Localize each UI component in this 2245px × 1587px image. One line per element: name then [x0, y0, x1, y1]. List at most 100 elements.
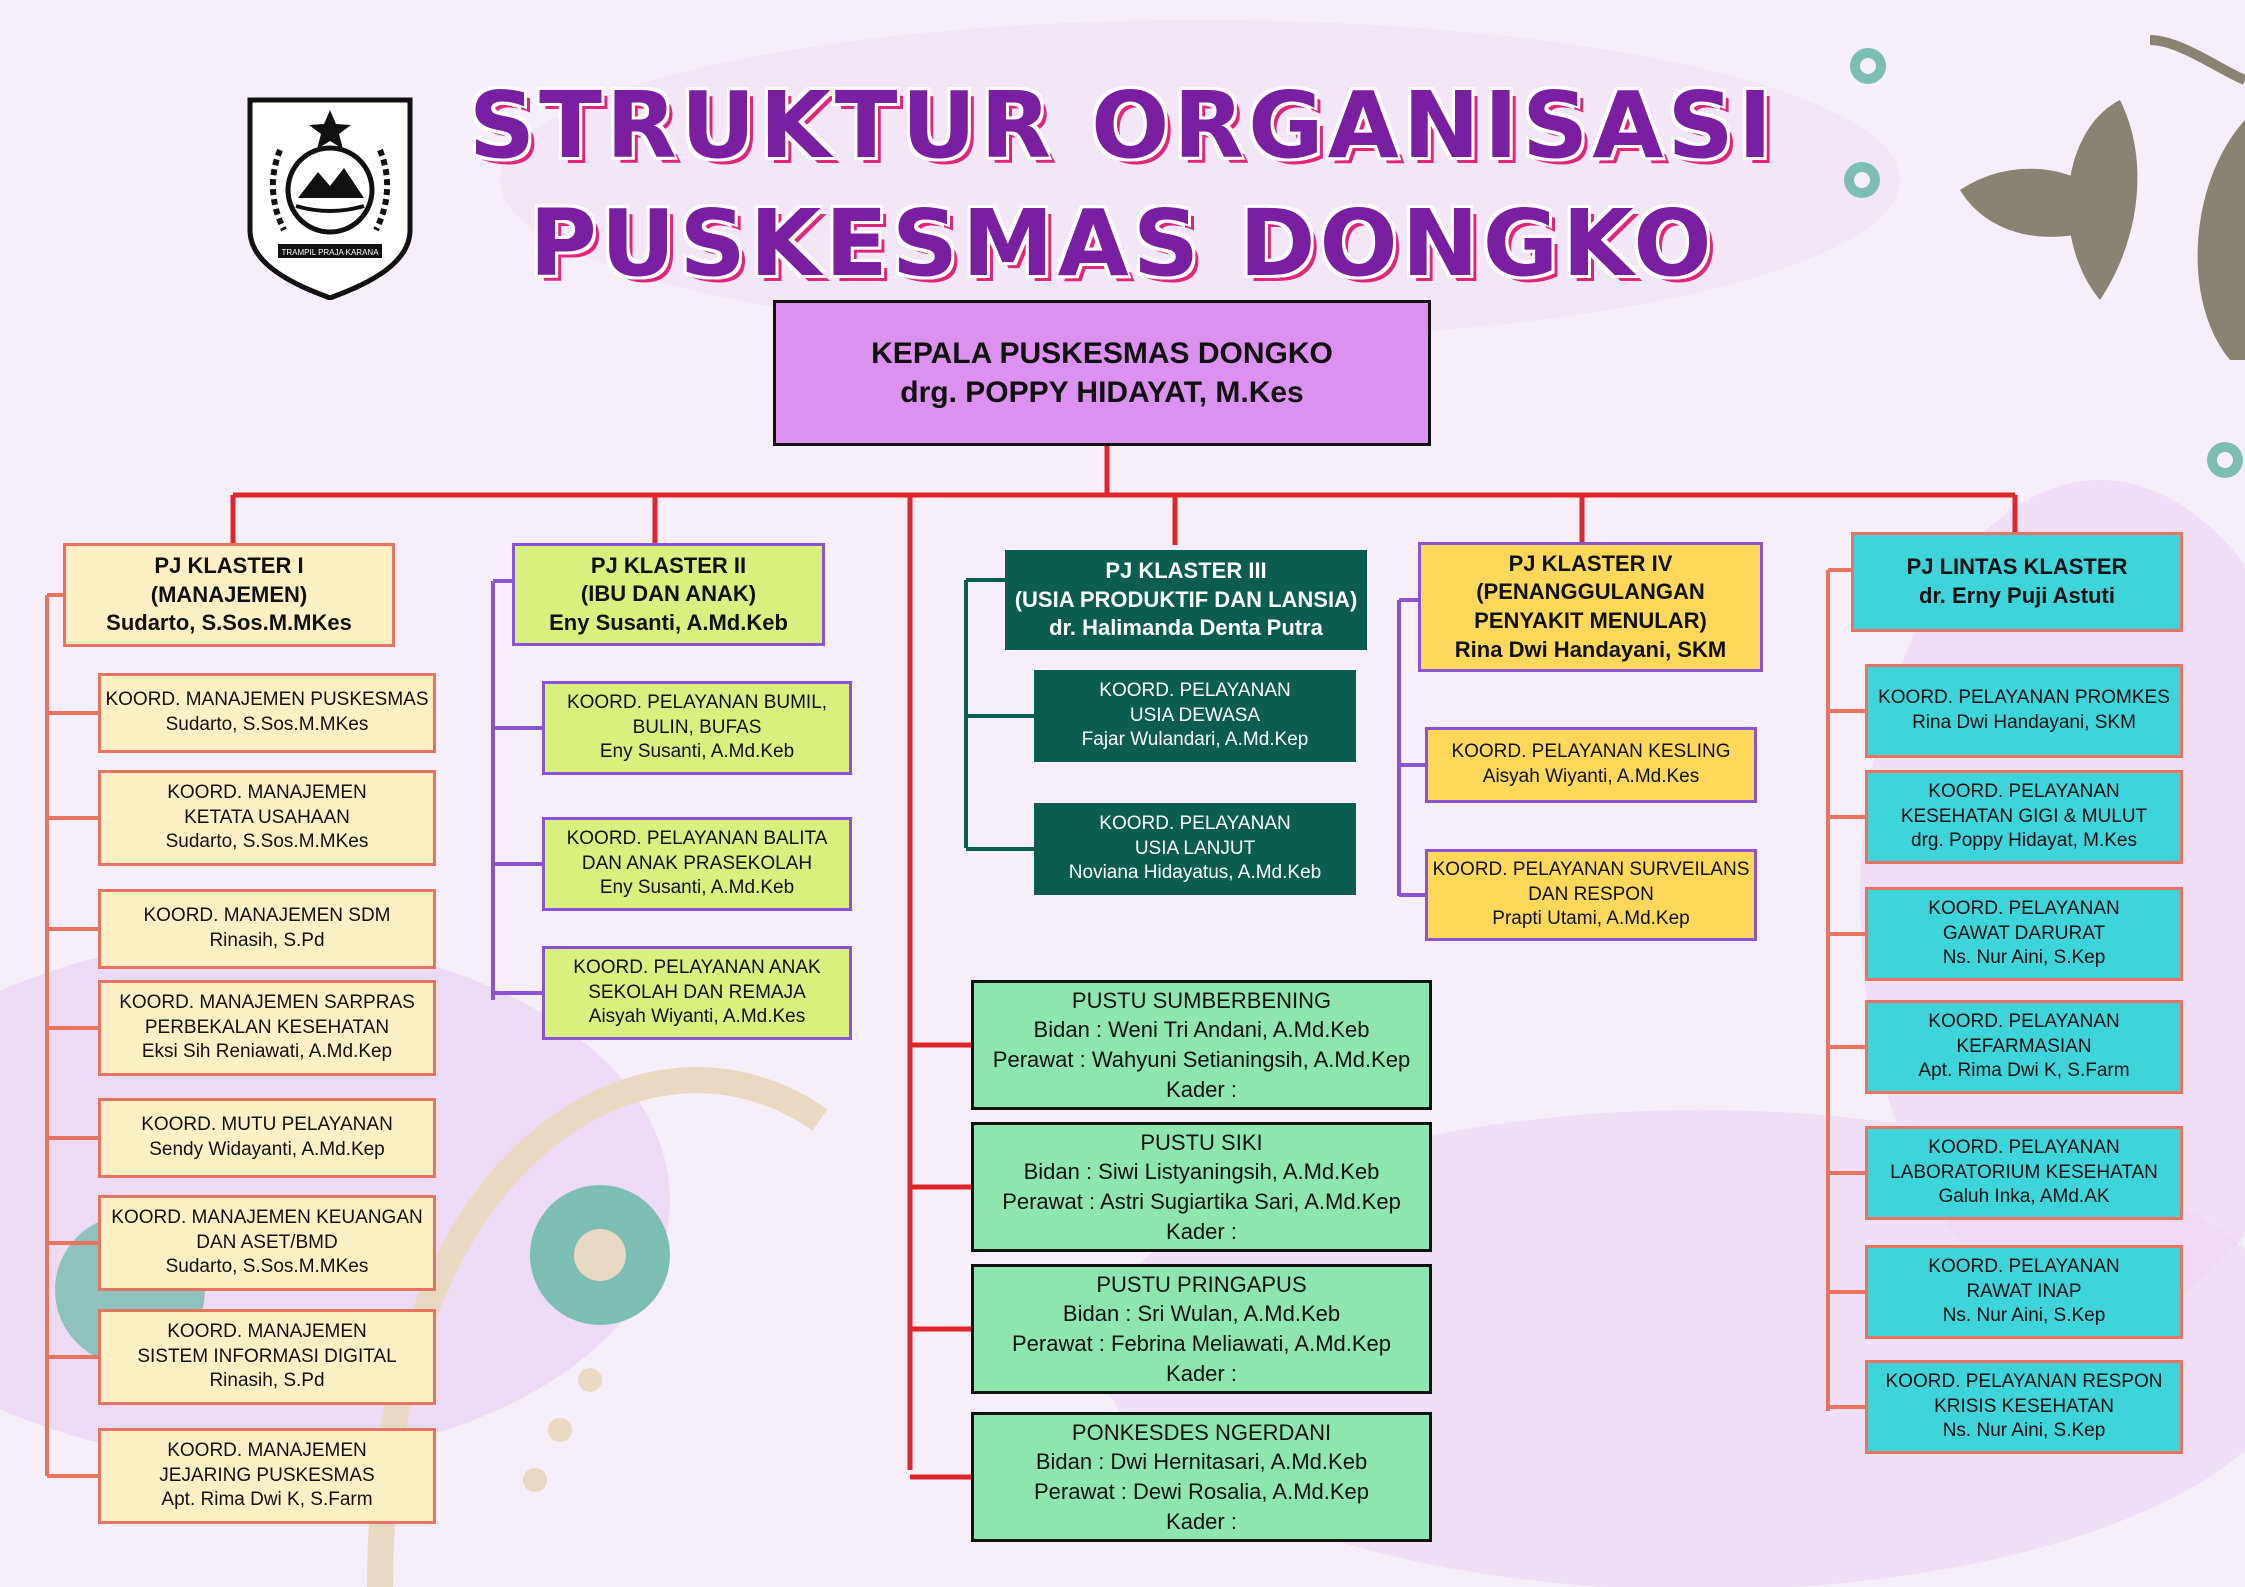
klaster4-item-2-line-3: Prapti Utami, A.Md.Kep — [1492, 908, 1690, 930]
klaster2-item-1-line-1: KOORD. PELAYANAN BUMIL, — [566, 691, 828, 713]
lintas-item-3-line-1: KOORD. PELAYANAN — [1928, 897, 2120, 919]
klaster1-header-line-3: Sudarto, S.Sos.M.MKes — [106, 610, 352, 636]
klaster2-item-3: KOORD. PELAYANAN ANAK SEKOLAH DAN REMAJA A… — [542, 946, 852, 1040]
klaster3-item-1-line-1: KOORD. PELAYANAN — [1099, 679, 1291, 701]
lintas-item-5-line-2: LABORATORIUM KESEHATAN — [1890, 1161, 2158, 1183]
klaster3-header-line-3: dr. Halimanda Denta Putra — [1049, 615, 1323, 641]
klaster4-item-2-line-2: DAN RESPON — [1528, 883, 1654, 905]
pustu-box-3-line-3: Perawat : Febrina Meliawati, A.Md.Kep — [1011, 1331, 1392, 1356]
klaster3-header-line-1: PJ KLASTER III — [1105, 558, 1267, 584]
klaster3-item-1: KOORD. PELAYANAN USIA DEWASA Fajar Wulanda… — [1034, 670, 1356, 762]
lintas-header-line-1: PJ LINTAS KLASTER — [1906, 554, 2128, 580]
pustu-box-2-line-3: Perawat : Astri Sugiartika Sari, A.Md.Ke… — [1002, 1189, 1401, 1214]
head-box: KEPALA PUSKESMAS DONGKO drg. POPPY HIDAYA… — [773, 300, 1431, 446]
klaster2-header-line-3: Eny Susanti, A.Md.Keb — [549, 609, 788, 635]
lintas-item-6-line-2: RAWAT INAP — [1966, 1280, 2082, 1302]
klaster1-item-4: KOORD. MANAJEMEN SARPRAS PERBEKALAN KESEH… — [98, 980, 436, 1076]
pustu-box-4-line-4: Kader : — [1166, 1508, 1237, 1534]
lintas-item-1-line-1: KOORD. PELAYANAN PROMKES — [1878, 687, 2170, 709]
klaster1-item-4-line-3: Eksi Sih Reniawati, A.Md.Kep — [141, 1041, 393, 1063]
klaster1-item-2-line-2: KETATA USAHAAN — [184, 806, 350, 828]
klaster4-header-line-4: Rina Dwi Handayani, SKM — [1454, 636, 1727, 662]
lintas-item-4-line-2: KEFARMASIAN — [1956, 1035, 2092, 1057]
pustu-box-4-line-2: Bidan : Dwi Hernitasari, A.Md.Keb — [1035, 1449, 1368, 1475]
klaster4-item-2: KOORD. PELAYANAN SURVEILANS DAN RESPON Pra… — [1425, 849, 1757, 941]
pustu-box-1-line-4: Kader : — [1166, 1076, 1237, 1102]
pustu-box-2-line-4: Kader : — [1166, 1218, 1237, 1244]
klaster2-item-1-line-2: BULIN, BUFAS — [632, 716, 762, 738]
lintas-item-4: KOORD. PELAYANAN KEFARMASIAN Apt. Rima Dwi… — [1865, 1000, 2183, 1094]
klaster4-header-line-2: (PENANGGULANGAN — [1476, 579, 1705, 605]
lintas-item-2-line-2: KESEHATAN GIGI & MULUT — [1900, 805, 2148, 827]
klaster3-item-1-line-2: USIA DEWASA — [1129, 704, 1261, 726]
klaster1-item-4-line-1: KOORD. MANAJEMEN SARPRAS — [119, 991, 415, 1013]
klaster3-item-1-line-3: Fajar Wulandari, A.Md.Kep — [1081, 729, 1309, 751]
pustu-box-1-line-2: Bidan : Weni Tri Andani, A.Md.Keb — [1033, 1017, 1370, 1043]
klaster1-item-1-line-1: KOORD. MANAJEMEN PUSKESMAS — [105, 689, 429, 711]
lintas-item-1-line-2: Rina Dwi Handayani, SKM — [1912, 712, 2136, 733]
klaster1-item-8-line-3: Apt. Rima Dwi K, S.Farm — [161, 1489, 373, 1511]
lintas-item-7-line-3: Ns. Nur Aini, S.Kep — [1942, 1420, 2106, 1442]
klaster3-header-line-2: (USIA PRODUKTIF DAN LANSIA) — [1014, 586, 1358, 612]
klaster4-header: PJ KLASTER IV (PENANGGULANGAN PENYAKIT MEN… — [1418, 542, 1763, 672]
klaster2-item-2-line-1: KOORD. PELAYANAN BALITA — [566, 827, 828, 849]
pustu-box-1-line-1: PUSTU SUMBERBENING — [1071, 987, 1332, 1013]
klaster2-item-3-line-3: Aisyah Wiyanti, A.Md.Kes — [588, 1006, 806, 1028]
klaster4-header-line-1: PJ KLASTER IV — [1508, 550, 1673, 576]
head-box-line-2: drg. POPPY HIDAYAT, M.Kes — [900, 376, 1304, 409]
page-title-line2: PUSKESMAS DONGKO — [529, 190, 1716, 297]
lintas-item-2-line-3: drg. Poppy Hidayat, M.Kes — [1911, 830, 2137, 852]
klaster1-item-5-line-1: KOORD. MUTU PELAYANAN — [141, 1114, 393, 1136]
klaster4-item-2-line-1: KOORD. PELAYANAN SURVEILANS — [1432, 858, 1750, 880]
klaster3-header: PJ KLASTER III(USIA PRODUKTIF DAN LANSIA… — [1005, 550, 1367, 650]
lintas-item-2-line-1: KOORD. PELAYANAN — [1928, 780, 2120, 802]
klaster1-item-8-line-1: KOORD. MANAJEMEN — [167, 1439, 367, 1461]
lintas-item-2: KOORD. PELAYANAN KESEHATAN GIGI & MULUT dr… — [1865, 770, 2183, 864]
klaster1-item-3-line-2: Rinasih, S.Pd — [209, 930, 325, 951]
klaster2-item-3-line-2: SEKOLAH DAN REMAJA — [588, 981, 806, 1003]
lintas-item-4-line-1: KOORD. PELAYANAN — [1928, 1010, 2120, 1032]
klaster3-item-2-line-3: Noviana Hidayatus, A.Md.Keb — [1068, 862, 1322, 884]
lintas-item-4-line-3: Apt. Rima Dwi K, S.Farm — [1918, 1060, 2130, 1082]
pustu-box-3-line-1: PUSTU PRINGAPUS — [1096, 1271, 1307, 1297]
klaster1-item-7-line-3: Rinasih, S.Pd — [209, 1370, 325, 1392]
lintas-item-3-line-3: Ns. Nur Aini, S.Kep — [1942, 947, 2106, 969]
klaster1-header-line-1: PJ KLASTER I — [154, 553, 304, 579]
klaster1-item-6-line-2: DAN ASET/BMD — [196, 1231, 338, 1253]
klaster1-item-4-line-2: PERBEKALAN KESEHATAN — [144, 1016, 390, 1038]
klaster2-item-1: KOORD. PELAYANAN BUMIL, BULIN, BUFAS Eny S… — [542, 681, 852, 775]
klaster2-item-1-line-3: Eny Susanti, A.Md.Keb — [599, 741, 795, 763]
lintas-header-line-2: dr. Erny Puji Astuti — [1919, 583, 2115, 608]
lintas-item-6-line-3: Ns. Nur Aini, S.Kep — [1942, 1305, 2106, 1327]
lintas-item-6-line-1: KOORD. PELAYANAN — [1928, 1255, 2120, 1277]
pustu-box-4-line-3: Perawat : Dewi Rosalia, A.Md.Kep — [1033, 1479, 1370, 1504]
klaster4-item-1-line-1: KOORD. PELAYANAN KESLING — [1451, 741, 1731, 763]
klaster1-item-7-line-2: SISTEM INFORMASI DIGITAL — [137, 1345, 397, 1367]
klaster4-item-1-line-2: Aisyah Wiyanti, A.Md.Kes — [1482, 766, 1700, 787]
page-title-line1: STRUKTUR ORGANISASI — [468, 72, 1777, 179]
klaster4-header-line-3: PENYAKIT MENULAR) — [1474, 608, 1707, 633]
klaster2-header: PJ KLASTER II(IBU DAN ANAK)Eny Susanti, … — [512, 543, 825, 646]
klaster2-item-2-line-2: DAN ANAK PRASEKOLAH — [581, 852, 813, 874]
emblem-motto: TRAMPIL PRAJA KARANA — [281, 248, 379, 257]
lintas-item-6: KOORD. PELAYANAN RAWAT INAP Ns. Nur Aini, … — [1865, 1245, 2183, 1339]
pustu-box-1: PUSTU SUMBERBENING Bidan : Weni Tri Andan… — [971, 980, 1432, 1110]
klaster1-item-3-line-1: KOORD. MANAJEMEN SDM — [143, 905, 391, 927]
lintas-item-3: KOORD. PELAYANAN GAWAT DARURAT Ns. Nur Ain… — [1865, 887, 2183, 981]
lintas-header: PJ LINTAS KLASTER dr. Erny Puji Astuti — [1851, 532, 2183, 632]
lintas-item-3-line-2: GAWAT DARURAT — [1942, 922, 2106, 944]
klaster2-item-3-line-1: KOORD. PELAYANAN ANAK — [573, 956, 821, 978]
head-box-line-1: KEPALA PUSKESMAS DONGKO — [871, 337, 1333, 370]
pustu-box-3-line-4: Kader : — [1166, 1360, 1237, 1386]
klaster1-item-2-line-1: KOORD. MANAJEMEN — [167, 781, 367, 803]
klaster2-header-line-2: (IBU DAN ANAK) — [580, 581, 757, 607]
lintas-item-5-line-1: KOORD. PELAYANAN — [1928, 1136, 2120, 1158]
